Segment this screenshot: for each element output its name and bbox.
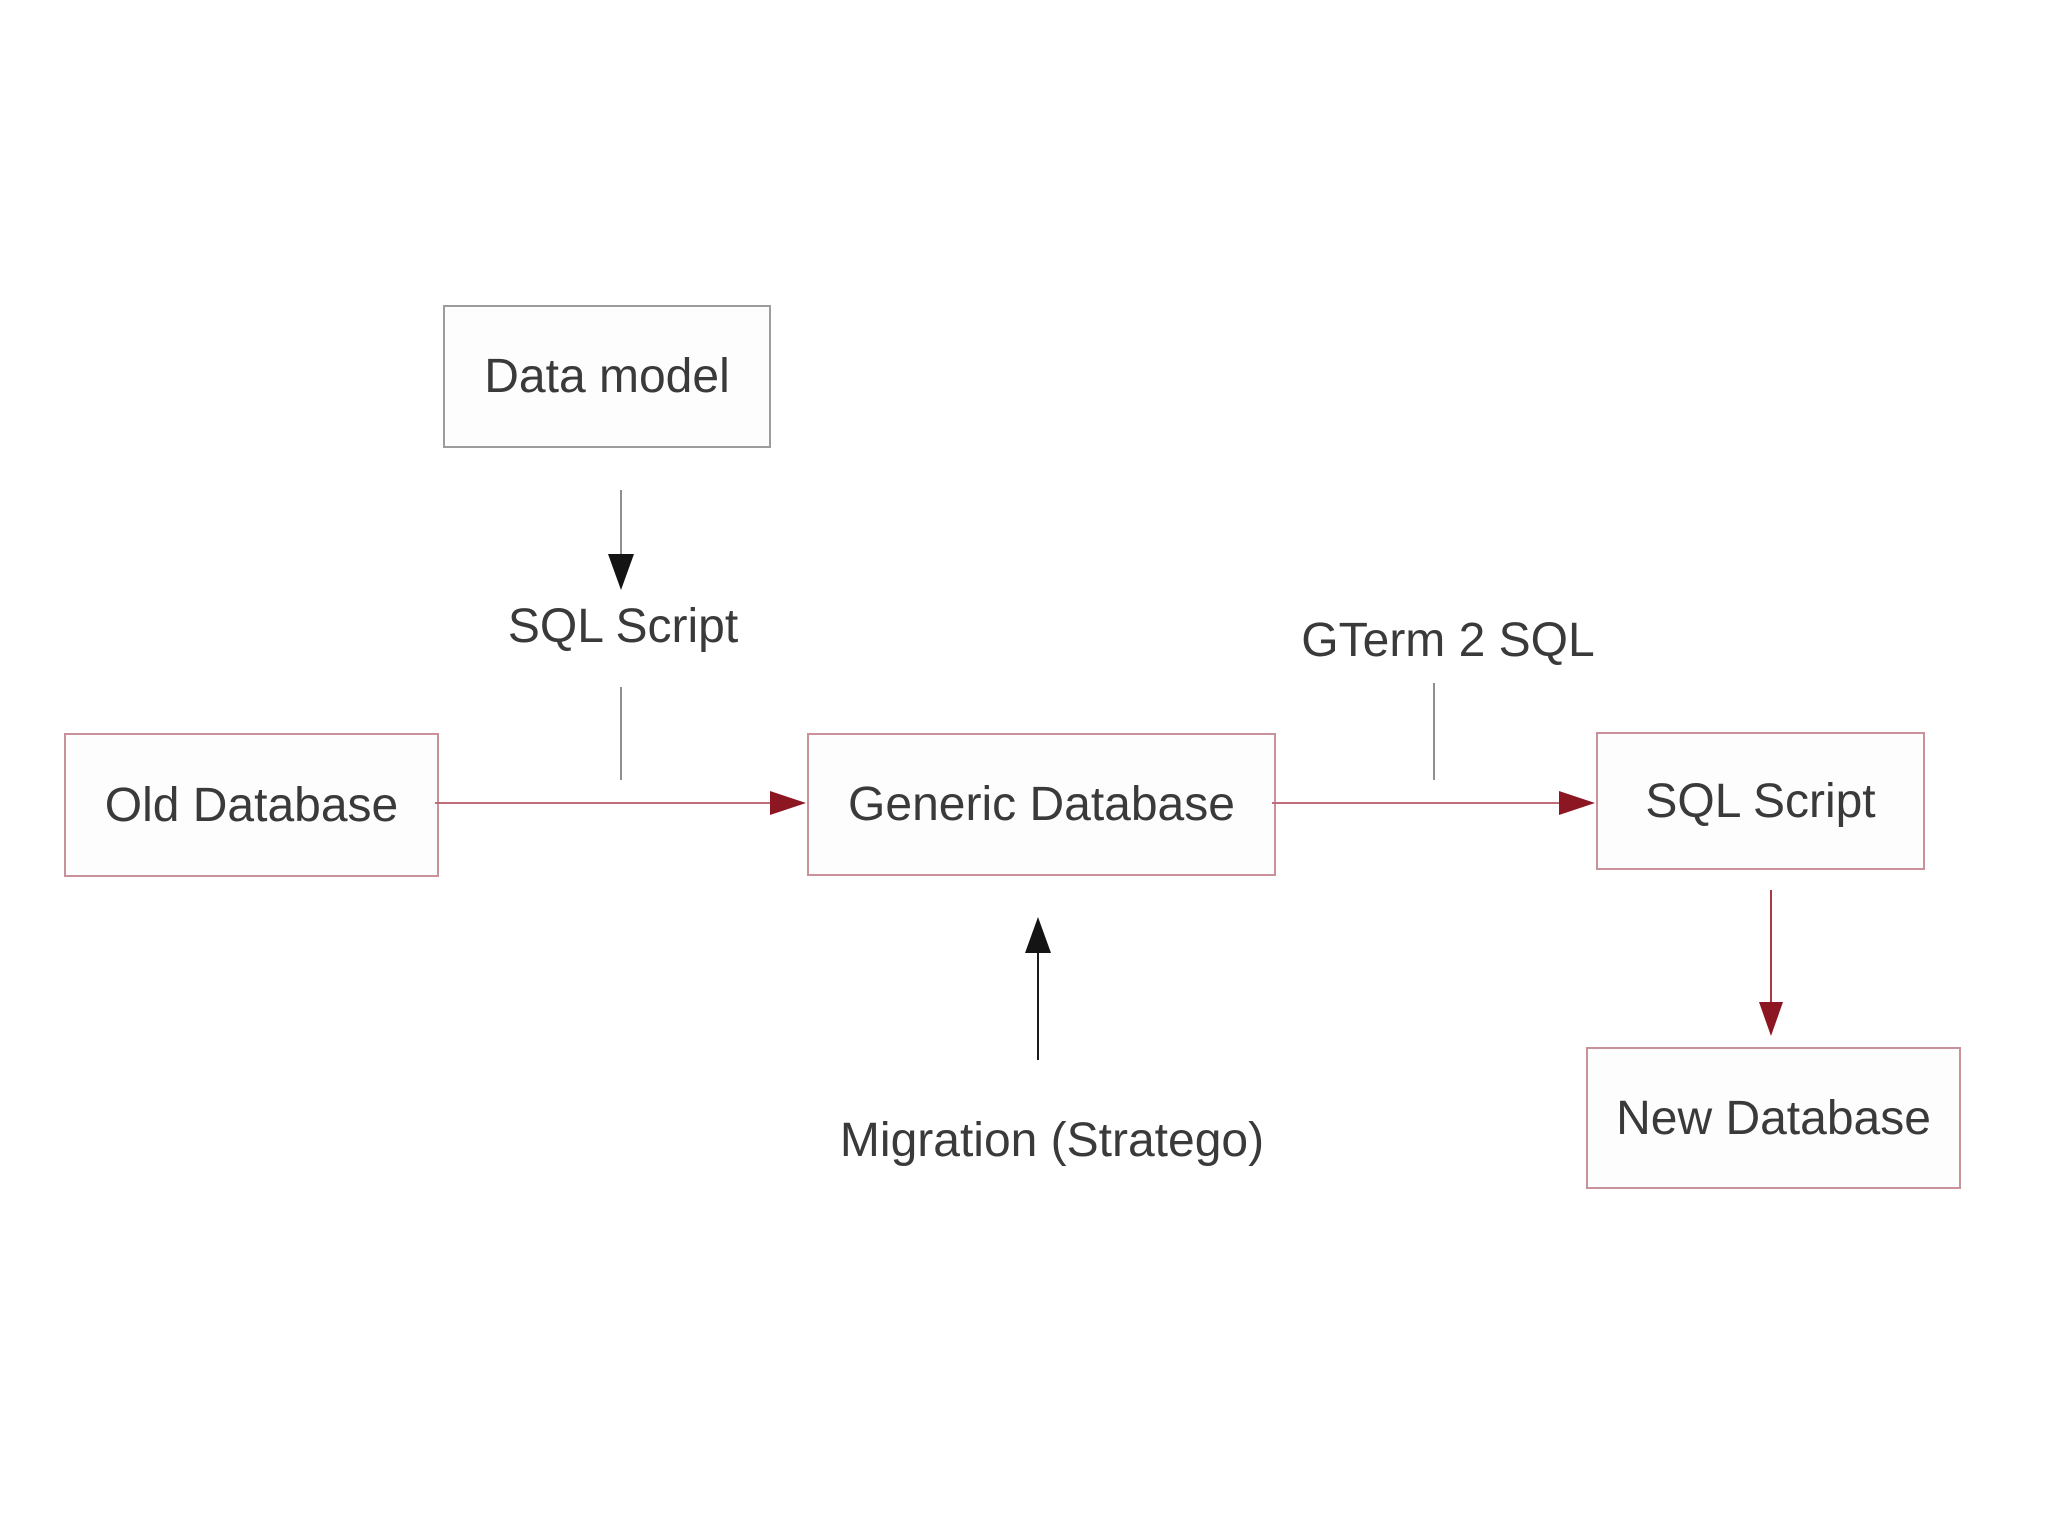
node-data-model-label: Data model	[484, 350, 730, 403]
node-generic-database: Generic Database	[807, 733, 1276, 876]
arrowhead-up-icon	[1025, 917, 1051, 953]
node-new-database-label: New Database	[1616, 1091, 1931, 1145]
node-data-model: Data model	[443, 305, 771, 448]
label-tick-gterm	[1433, 683, 1435, 780]
node-new-database: New Database	[1586, 1047, 1961, 1189]
edge-label-sql-script: SQL Script	[507, 600, 739, 653]
node-old-database-label: Old Database	[104, 778, 399, 832]
arrowhead-down-icon	[1759, 1002, 1783, 1036]
arrowhead-down-icon	[608, 554, 634, 590]
edge-line-migration-up	[1037, 953, 1039, 1060]
edge-label-migration-stratego: Migration (Stratego)	[839, 1114, 1265, 1167]
edge-label-gterm-2-sql: GTerm 2 SQL	[1301, 614, 1595, 667]
node-generic-database-label: Generic Database	[848, 778, 1235, 831]
edge-line-old-to-generic	[435, 802, 772, 804]
edge-line-sqlscript-to-newdb	[1770, 890, 1772, 1004]
arrowhead-right-icon	[770, 791, 806, 815]
node-sql-script: SQL Script	[1596, 732, 1925, 870]
edge-line-data-model-down	[620, 490, 622, 554]
node-sql-script-label: SQL Script	[1645, 774, 1876, 828]
arrowhead-right-icon	[1559, 791, 1595, 815]
edge-line-generic-to-sqlscript	[1272, 802, 1560, 804]
node-old-database: Old Database	[64, 733, 439, 877]
label-tick-sql-script	[620, 687, 622, 780]
